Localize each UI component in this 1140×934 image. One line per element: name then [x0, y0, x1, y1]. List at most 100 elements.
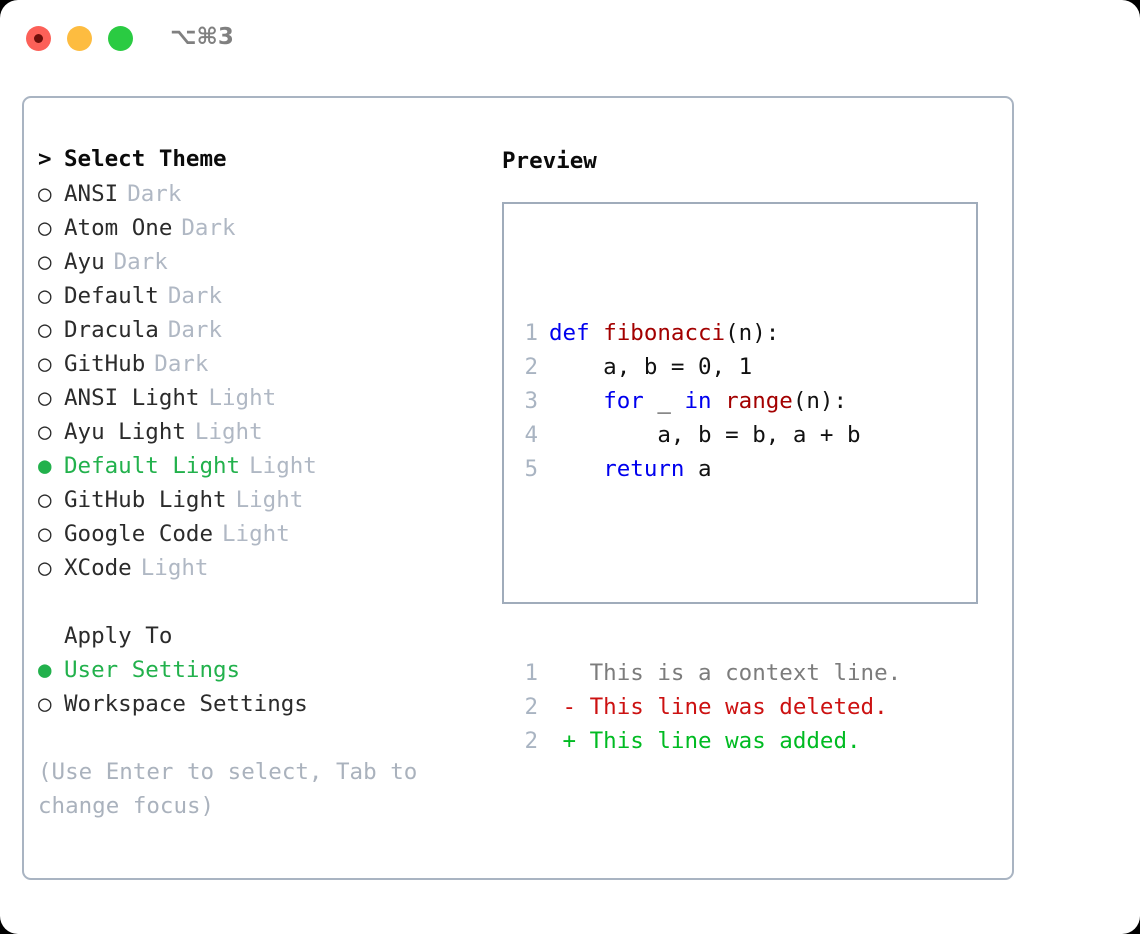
radio-unselected-icon[interactable]: ○ — [38, 521, 52, 547]
line-number: 2 — [524, 354, 538, 380]
code-token: (n): — [792, 388, 848, 414]
theme-item-label: Ayu — [64, 249, 105, 275]
radio-unselected-icon[interactable]: ○ — [38, 181, 52, 207]
radio-unselected-icon[interactable]: ○ — [38, 419, 52, 445]
close-button-icon[interactable] — [26, 26, 51, 51]
theme-list-item[interactable]: ○ ANSI Light Light — [38, 385, 478, 419]
radio-unselected-icon[interactable]: ○ — [38, 487, 52, 513]
theme-item-tag: Dark — [181, 215, 236, 241]
theme-item-tag: Light — [235, 487, 304, 513]
radio-unselected-icon[interactable]: ○ — [38, 249, 52, 275]
code-token: a — [684, 456, 712, 482]
diff-line: 2 - This line was deleted. — [518, 690, 901, 724]
radio-selected-icon[interactable]: ● — [38, 453, 52, 479]
radio-unselected-icon[interactable]: ○ — [38, 691, 52, 717]
theme-list-item[interactable]: ○ GitHub Dark — [38, 351, 478, 385]
minimize-button-icon[interactable] — [67, 26, 92, 51]
theme-list-item[interactable]: ○ XCode Light — [38, 555, 478, 589]
theme-list-item[interactable]: ○ Atom One Dark — [38, 215, 478, 249]
window-title: ⌥⌘3 — [170, 24, 234, 50]
diff-line-text: + This line was added. — [549, 728, 861, 754]
theme-item-tag: Dark — [154, 351, 209, 377]
radio-unselected-icon[interactable]: ○ — [38, 385, 52, 411]
maximize-button-icon[interactable] — [108, 26, 133, 51]
theme-item-tag: Dark — [167, 317, 223, 343]
theme-list-item[interactable]: ○ Dracula Dark — [38, 317, 478, 351]
theme-item-tag: Light — [194, 419, 263, 445]
theme-list-item[interactable]: ○ Default Dark — [38, 283, 478, 317]
theme-list-item[interactable]: ○ GitHub Light Light — [38, 487, 478, 521]
line-number: 4 — [524, 422, 538, 448]
code-token: range — [725, 388, 793, 414]
code-line: 4 a, b = b, a + b — [518, 418, 901, 452]
radio-unselected-icon[interactable]: ○ — [38, 317, 52, 343]
theme-item-tag: Light — [222, 521, 290, 547]
code-diff-spacer — [518, 554, 901, 588]
theme-item-tag: Dark — [113, 249, 168, 275]
diff-line-text: - This line was deleted. — [549, 694, 888, 720]
theme-item-tag: Dark — [127, 181, 182, 207]
radio-unselected-icon[interactable]: ○ — [38, 555, 52, 581]
code-token: return — [603, 456, 685, 482]
radio-unselected-icon[interactable]: ○ — [38, 215, 52, 241]
line-number: 2 — [524, 694, 538, 720]
theme-item-label: GitHub Light — [64, 487, 227, 513]
diff-line-text: This is a context line. — [549, 660, 902, 686]
diff-sample: 1 This is a context line.2 - This line w… — [518, 656, 901, 758]
code-token — [549, 456, 603, 482]
line-number: 5 — [524, 456, 538, 482]
theme-item-label: Dracula — [64, 317, 159, 343]
traffic-light-buttons — [26, 26, 133, 51]
theme-item-label: ANSI Light — [64, 385, 200, 411]
apply-to-list: ● User Settings ○ Workspace Settings — [38, 657, 478, 725]
theme-list-item[interactable]: ○ Ayu Light Light — [38, 419, 478, 453]
theme-item-label: ANSI — [64, 181, 119, 207]
apply-to-header: Apply To — [38, 623, 478, 657]
apply-to-item[interactable]: ○ Workspace Settings — [38, 691, 478, 725]
code-token: _ — [643, 388, 685, 414]
code-token: fibonacci — [603, 320, 726, 346]
line-number: 3 — [524, 388, 538, 414]
prompt-caret-icon: > — [38, 146, 52, 172]
theme-item-label: Default — [64, 283, 159, 309]
apply-to-item[interactable]: ● User Settings — [38, 657, 478, 691]
radio-unselected-icon[interactable]: ○ — [38, 351, 52, 377]
theme-item-label: Ayu Light — [64, 419, 186, 445]
radio-unselected-icon[interactable]: ○ — [38, 283, 52, 309]
theme-item-label: XCode — [64, 555, 132, 581]
code-token — [549, 388, 603, 414]
radio-selected-icon[interactable]: ● — [38, 657, 52, 683]
theme-item-tag: Light — [208, 385, 277, 411]
code-token: in — [684, 388, 712, 414]
code-line: 3 for _ in range(n): — [518, 384, 901, 418]
diff-line: 2 + This line was added. — [518, 724, 901, 758]
apply-to-title: Apply To — [64, 623, 173, 649]
code-token: a, b = b, a + b — [549, 422, 861, 448]
apply-to-item-label: Workspace Settings — [64, 691, 308, 717]
theme-item-tag: Dark — [167, 283, 223, 309]
diff-line: 1 This is a context line. — [518, 656, 901, 690]
theme-item-tag: Light — [140, 555, 209, 581]
code-token — [590, 320, 604, 346]
theme-item-tag: Light — [249, 453, 317, 479]
code-token: (n): — [725, 320, 780, 346]
theme-item-label: GitHub — [64, 351, 146, 377]
apply-to-item-label: User Settings — [64, 657, 241, 683]
theme-item-label: Atom One — [64, 215, 173, 241]
code-token: a, b = 0, 1 — [549, 354, 753, 380]
select-theme-title: Select Theme — [64, 146, 227, 172]
code-line: 2 a, b = 0, 1 — [518, 350, 901, 384]
code-token — [712, 388, 726, 414]
theme-list-item[interactable]: ○ Ayu Dark — [38, 249, 478, 283]
theme-list-item[interactable]: ○ ANSI Dark — [38, 181, 478, 215]
